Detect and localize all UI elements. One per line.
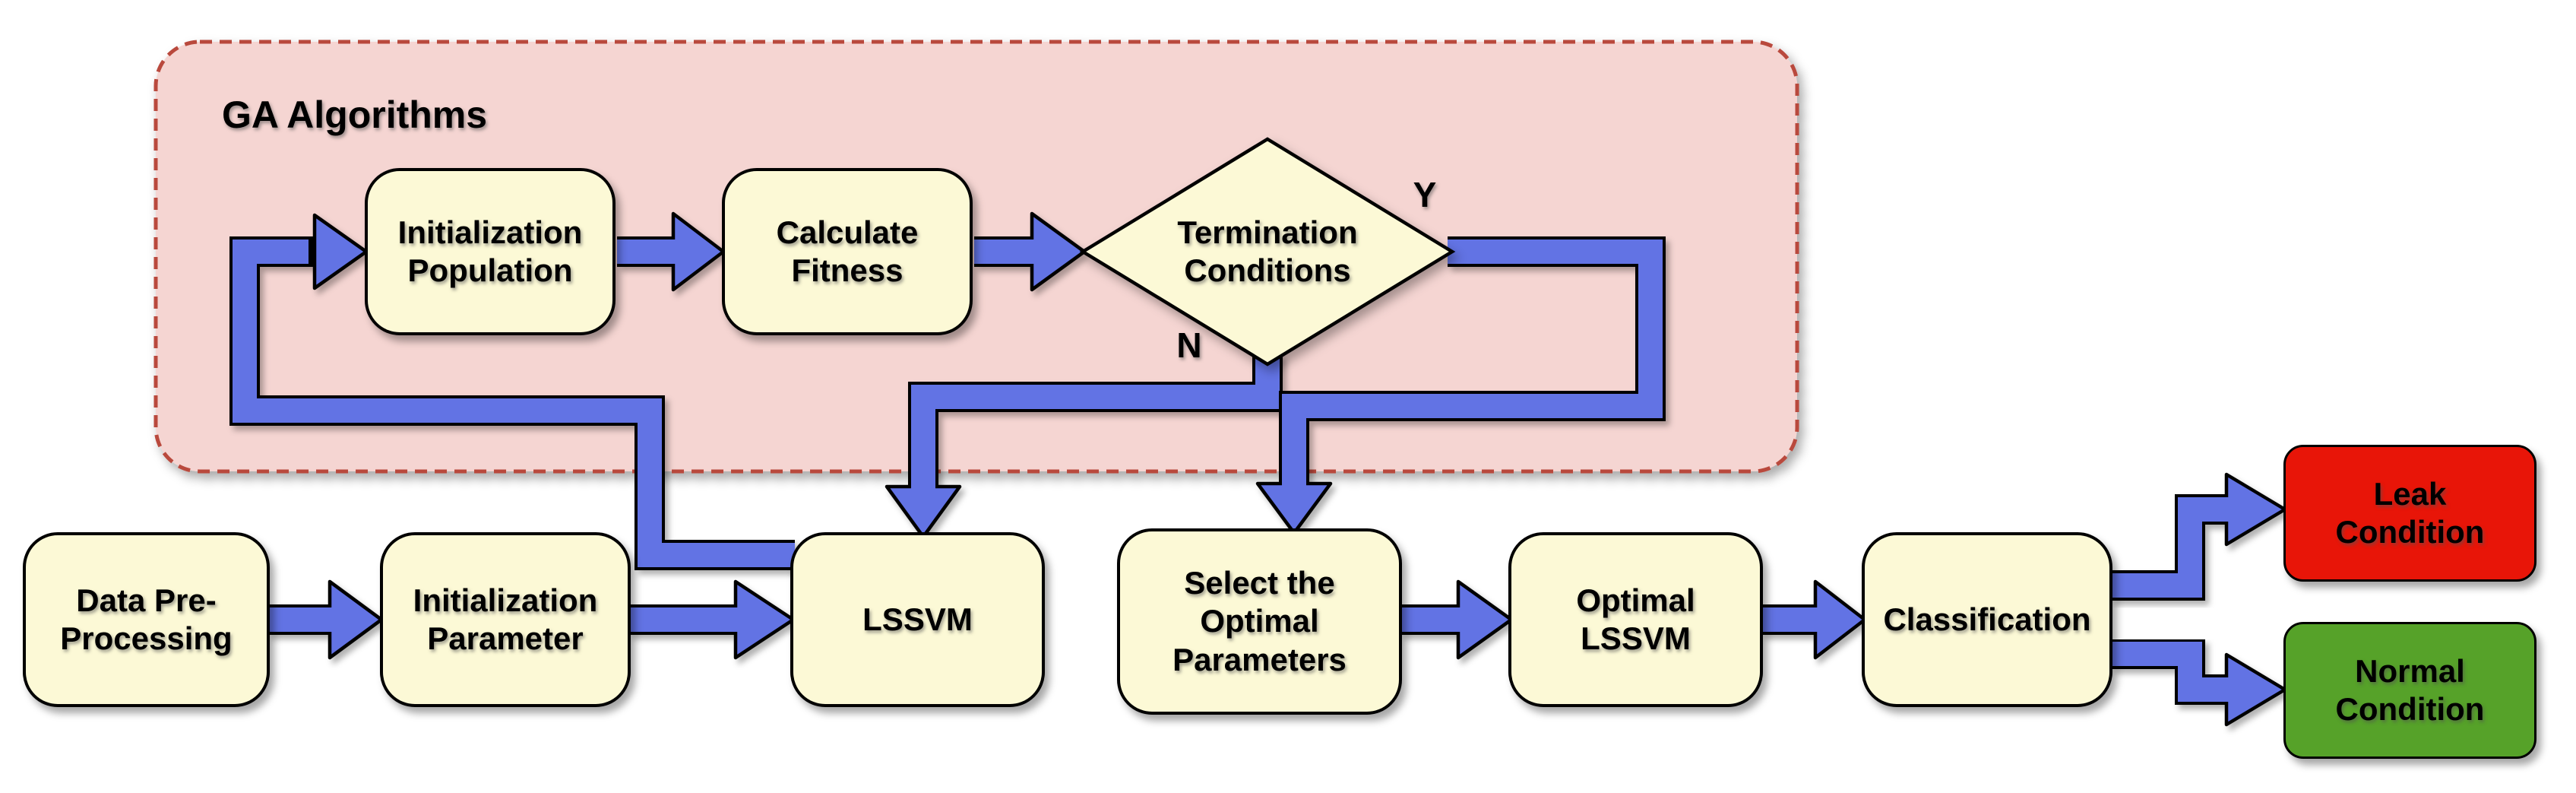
node-label-line: Parameter bbox=[427, 620, 584, 656]
arrow-head bbox=[1813, 579, 1867, 660]
arrow-datapre-to-initparam bbox=[268, 579, 384, 660]
arrow-shaft-fill bbox=[911, 354, 1280, 493]
node-label-line: Normal bbox=[2355, 652, 2465, 689]
arrow-loop-to-init-population bbox=[229, 213, 795, 570]
arrow-shaft-fill bbox=[2111, 497, 2233, 598]
node-label-line: Condition bbox=[2335, 691, 2485, 727]
termination-diamond bbox=[1079, 137, 1456, 366]
branch-label-no: N bbox=[1176, 325, 1202, 365]
ga-container-title: GA Algorithms bbox=[222, 94, 488, 136]
arrow-classification-to-leak bbox=[2111, 472, 2287, 601]
node-label-line: Fitness bbox=[791, 252, 903, 288]
arrow-initparam-to-lssvm bbox=[629, 579, 796, 660]
node-label-line: Leak bbox=[2373, 475, 2447, 512]
arrow-no-branch-to-lssvm bbox=[885, 354, 1283, 539]
node-label-line: Initialization bbox=[397, 214, 583, 250]
arrow-shaft-fill bbox=[233, 239, 795, 567]
node-label-line: Data Pre- bbox=[76, 582, 217, 618]
branch-label-yes: Y bbox=[1413, 175, 1437, 214]
arrow-head bbox=[733, 579, 796, 660]
node-label-line: Population bbox=[407, 252, 573, 288]
node-label-line: Initialization bbox=[413, 582, 598, 618]
node-label-line: Classification bbox=[1883, 601, 2091, 637]
arrow-head bbox=[2224, 652, 2287, 727]
node-label-line: Processing bbox=[60, 620, 233, 656]
node-label-line: LSSVM bbox=[862, 601, 973, 637]
node-select-optimal-parameters: Select the Optimal Parameters bbox=[1117, 528, 1402, 715]
node-initialization-population: Initialization Population bbox=[365, 168, 616, 335]
node-label-line: Condition bbox=[2335, 514, 2485, 550]
arrow-shaft-fill bbox=[2111, 642, 2233, 702]
arrow-head bbox=[1456, 579, 1514, 660]
arrow-optimal-to-classification bbox=[1761, 579, 1867, 660]
arrow-head bbox=[328, 579, 384, 660]
arrow-classification-to-normal bbox=[2111, 639, 2287, 727]
node-label-line: Parameters bbox=[1172, 641, 1347, 677]
node-leak-condition: Leak Condition bbox=[2283, 445, 2536, 582]
node-label-line: Termination bbox=[1177, 214, 1358, 250]
arrow-head bbox=[312, 213, 369, 290]
node-initialization-parameter: Initialization Parameter bbox=[380, 532, 631, 707]
arrow-select-to-optimal bbox=[1400, 579, 1514, 660]
node-label-line: Optimal bbox=[1200, 603, 1319, 639]
node-label-line: Select the bbox=[1184, 564, 1335, 601]
arrow-head bbox=[2224, 472, 2287, 547]
node-optimal-lssvm: Optimal LSSVM bbox=[1508, 532, 1763, 707]
node-data-preprocessing: Data Pre- Processing bbox=[23, 532, 270, 707]
node-normal-condition: Normal Condition bbox=[2283, 622, 2536, 759]
node-classification: Classification bbox=[1862, 532, 2112, 707]
arrow-head bbox=[885, 484, 962, 539]
arrow-shaft-fill bbox=[1282, 239, 1663, 491]
node-lssvm: LSSVM bbox=[790, 532, 1045, 707]
arrow-initpop-to-fitness bbox=[617, 211, 726, 292]
node-label-line: LSSVM bbox=[1581, 620, 1691, 656]
node-calculate-fitness: Calculate Fitness bbox=[722, 168, 973, 335]
node-label-line: Conditions bbox=[1184, 252, 1351, 288]
arrow-yes-branch-to-select bbox=[1255, 236, 1666, 535]
node-label-line: Calculate bbox=[776, 214, 919, 250]
arrow-fitness-to-termination bbox=[974, 211, 1087, 292]
node-label-line: Optimal bbox=[1576, 582, 1695, 618]
node-termination-conditions-label: Termination Conditions bbox=[1100, 212, 1435, 291]
